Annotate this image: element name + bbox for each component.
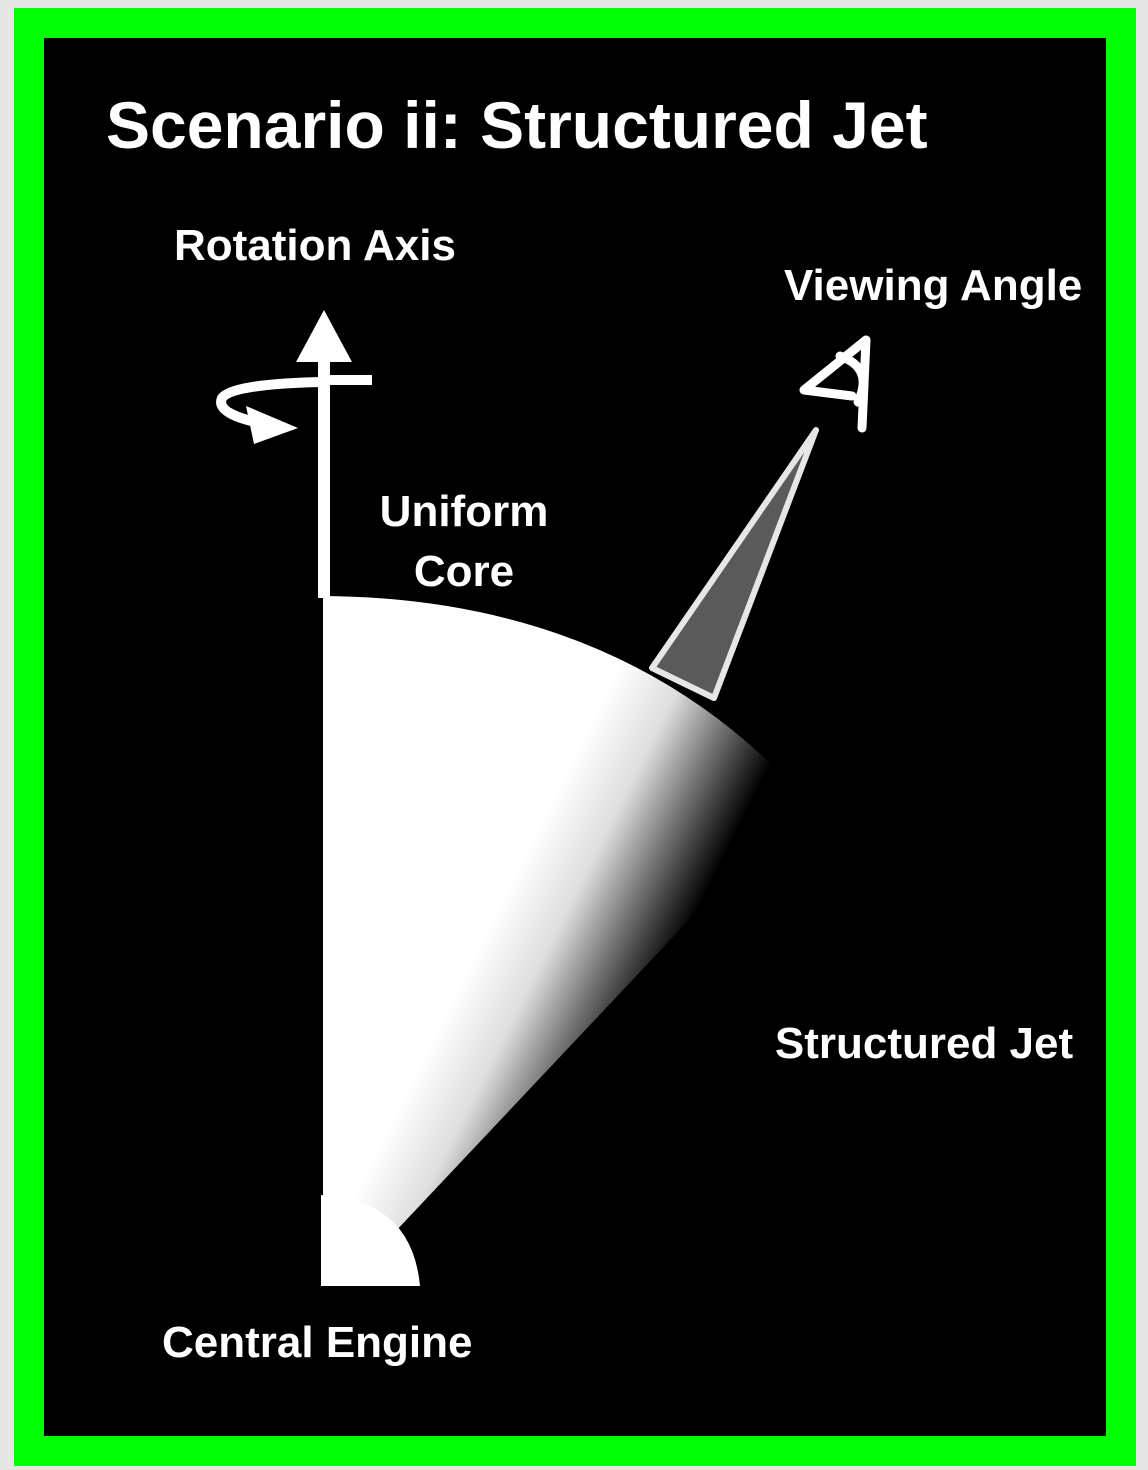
uniform-core-label: Uniform Core [379, 487, 549, 596]
rotation-arrow-head [246, 406, 298, 444]
rotation-axis-arrowhead [296, 310, 352, 362]
viewing-angle-label: Viewing Angle [784, 261, 1083, 310]
rotation-axis-label: Rotation Axis [174, 221, 456, 270]
rotation-arrow-icon [216, 377, 327, 431]
structured-jet-label: Structured Jet [774, 1019, 1074, 1068]
central-engine-shape [321, 1195, 420, 1286]
diagram-panel: Scenario ii: Structured Jet Rotation Axi… [14, 8, 1136, 1466]
viewing-cone [649, 427, 819, 701]
eye-icon [799, 335, 871, 433]
diagram-canvas [216, 310, 871, 1286]
diagram-title: Scenario ii: Structured Jet [106, 88, 928, 162]
jet-wedge [323, 596, 804, 1286]
central-engine-label: Central Engine [162, 1318, 473, 1367]
